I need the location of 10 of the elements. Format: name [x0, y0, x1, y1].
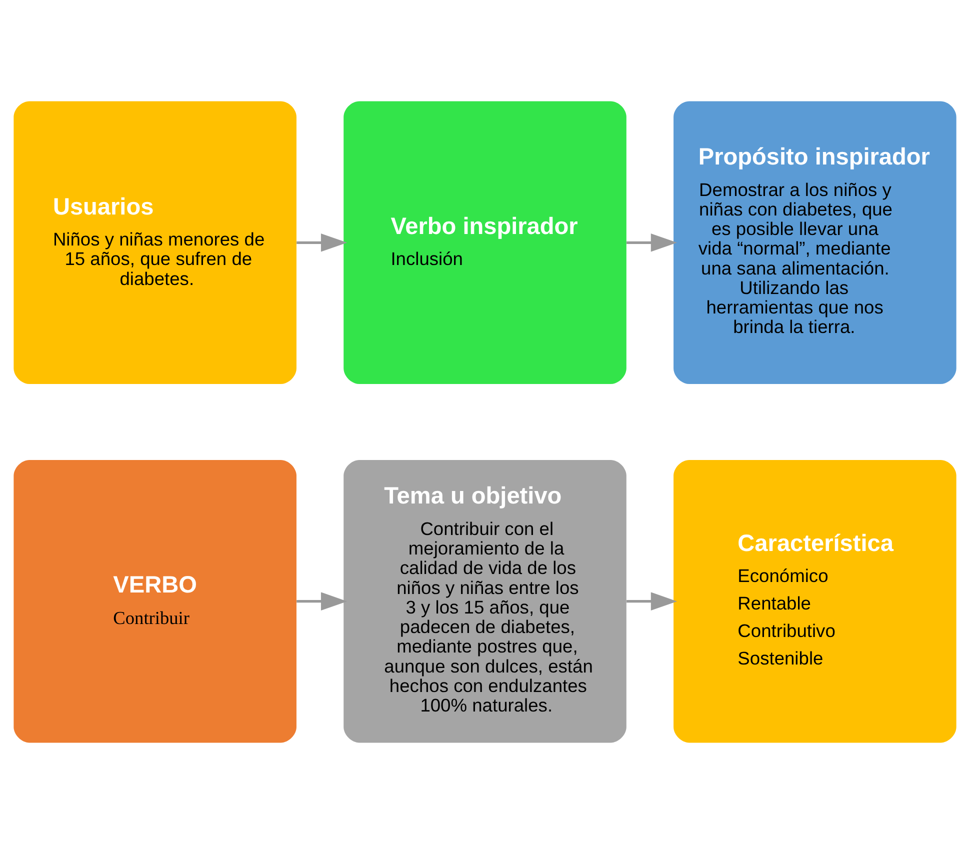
node-box: Usuarios Niños y niñas menores de 15 años, que sufren de diabetes.	[14, 101, 296, 384]
arrow	[626, 233, 678, 252]
arrow	[626, 592, 678, 611]
arrow	[296, 233, 348, 252]
node-box: Verbo inspirador Inclusión	[344, 101, 626, 384]
node-box: VERBO Contribuir	[14, 460, 296, 743]
node-box: Propósito inspirador Demostrar a los niños y niñas con diabetes, que es posible llevar una vida “normal”, mediante una sana alimentación. Utilizando las herramientas que nos brinda la tierra.	[674, 101, 956, 384]
arrow	[296, 592, 348, 611]
node-box: Tema u objetivo Contribuir con el mejoramiento de la calidad de vida de los niños y niñas entre los 3 y los 15 años, que padecen de diabetes, mediante postres que, aunque son dulces, están hechos con endulzantes 100% naturales.	[344, 460, 626, 743]
node-box: Característica Económico Rentable Contributivo Sostenible	[674, 460, 956, 743]
